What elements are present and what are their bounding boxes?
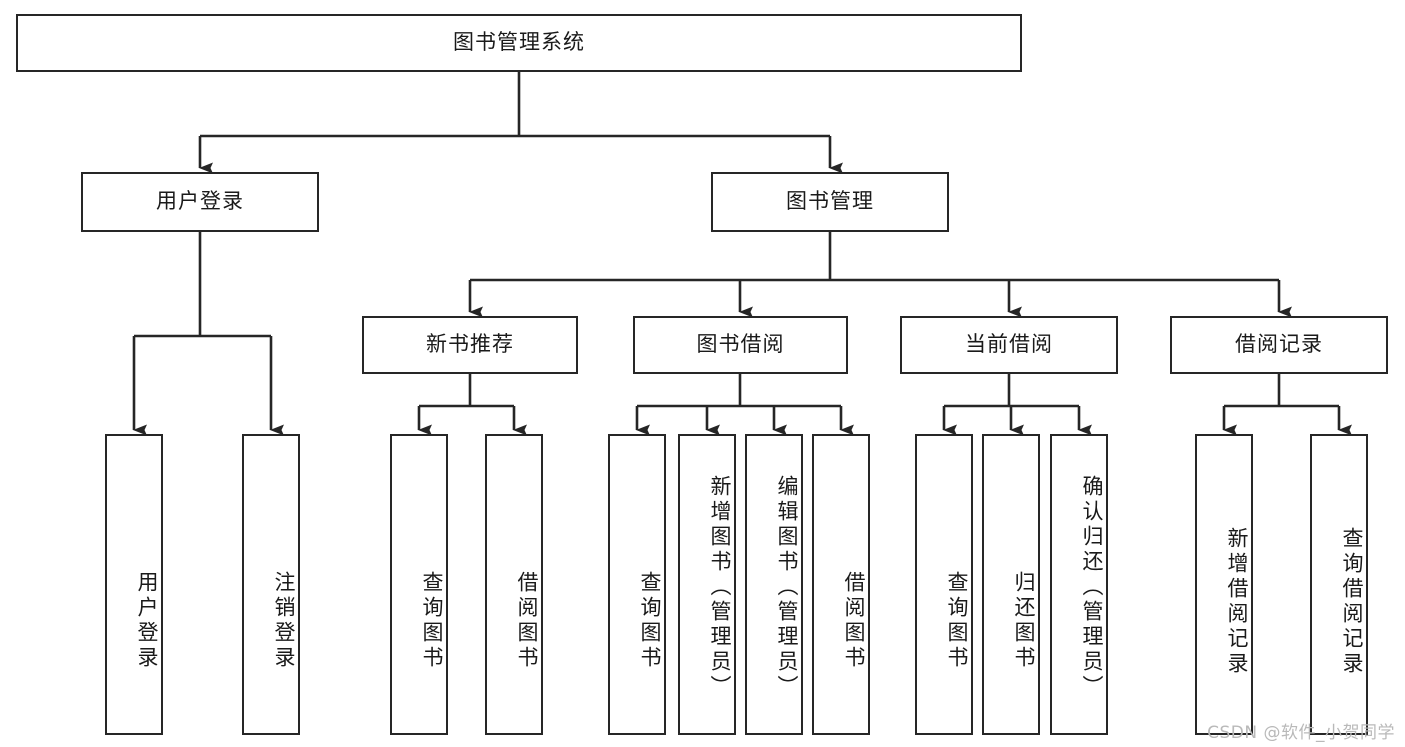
node-label: 查询图书 [420, 570, 444, 671]
leaf-query-borrow-record[interactable]: 查询借阅记录 [1310, 434, 1368, 735]
node-label: 查询借阅记录 [1340, 526, 1364, 677]
leaf-user-login[interactable]: 用户登录 [105, 434, 163, 735]
watermark: CSDN @软件_小贺同学 [1207, 723, 1395, 743]
node-label: 借阅图书 [515, 570, 539, 671]
node-label: 新增图书（管理员） [708, 475, 732, 700]
leaf-return-book[interactable]: 归还图书 [982, 434, 1040, 735]
leaf-query-book-borrow[interactable]: 查询图书 [608, 434, 666, 735]
node-label: 借阅记录 [1235, 332, 1323, 357]
leaf-add-book-admin[interactable]: 新增图书（管理员） [678, 434, 736, 735]
node-label: 新书推荐 [426, 332, 514, 357]
node-label: 确认归还（管理员） [1080, 475, 1104, 700]
node-root[interactable]: 图书管理系统 [16, 14, 1022, 72]
leaf-borrow-book-recommend[interactable]: 借阅图书 [485, 434, 543, 735]
node-label: 编辑图书（管理员） [775, 475, 799, 700]
node-label: 查询图书 [638, 570, 662, 671]
node-label: 用户登录 [135, 570, 159, 671]
node-new-book-recommend[interactable]: 新书推荐 [362, 316, 578, 374]
leaf-edit-book-admin[interactable]: 编辑图书（管理员） [745, 434, 803, 735]
leaf-borrow-book[interactable]: 借阅图书 [812, 434, 870, 735]
node-label: 图书管理系统 [453, 30, 585, 55]
node-label: 图书借阅 [696, 332, 785, 357]
node-book-management[interactable]: 图书管理 [711, 172, 949, 232]
leaf-logout[interactable]: 注销登录 [242, 434, 300, 735]
leaf-query-book-recommend[interactable]: 查询图书 [390, 434, 448, 735]
node-label: 借阅图书 [842, 570, 866, 671]
leaf-query-book-current[interactable]: 查询图书 [915, 434, 973, 735]
node-label: 新增借阅记录 [1225, 526, 1249, 677]
leaf-confirm-return-admin[interactable]: 确认归还（管理员） [1050, 434, 1108, 735]
node-borrow-record[interactable]: 借阅记录 [1170, 316, 1388, 374]
leaf-add-borrow-record[interactable]: 新增借阅记录 [1195, 434, 1253, 735]
node-user-login[interactable]: 用户登录 [81, 172, 319, 232]
node-book-borrow[interactable]: 图书借阅 [633, 316, 848, 374]
node-label: 查询图书 [945, 570, 969, 671]
node-label: 注销登录 [272, 570, 296, 671]
node-current-borrow[interactable]: 当前借阅 [900, 316, 1118, 374]
node-label: 图书管理 [786, 189, 874, 214]
node-label: 当前借阅 [965, 332, 1053, 357]
node-label: 用户登录 [156, 189, 244, 214]
node-label: 归还图书 [1012, 570, 1036, 671]
